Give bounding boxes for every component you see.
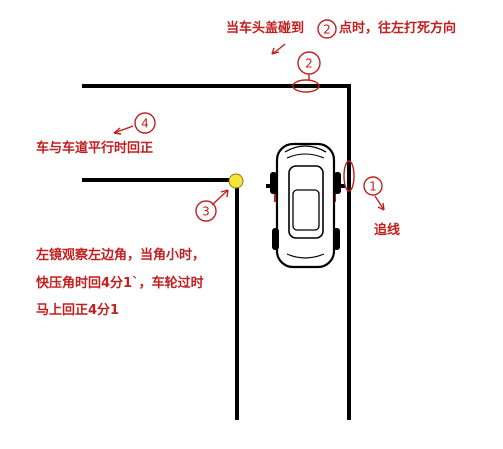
- corner-note-line-2: 快压角时回4分1`，车轮过时: [36, 275, 204, 291]
- marker-2-top-number: 2: [323, 23, 331, 37]
- car-roof: [292, 189, 320, 231]
- marker-1-circle: [363, 176, 383, 196]
- corner-note-line-3: 马上回正4分1: [36, 302, 119, 318]
- marker-3-circle: [195, 200, 217, 222]
- follow-line-label: 追线: [374, 222, 400, 238]
- marker-4-circle: [134, 112, 156, 134]
- corner-note-line-1: 左镜观察左边角，当角小时，: [36, 247, 205, 263]
- arrow-marker-1: [374, 195, 385, 211]
- car-wheel-rear-left: [272, 228, 279, 250]
- marker-2-top-circle: [317, 19, 337, 39]
- corner-point-icon: [228, 173, 244, 189]
- contact-point-1-ellipse: [343, 160, 355, 192]
- car-wheel-front-left: [270, 172, 277, 194]
- car-wheel-front-right: [334, 172, 341, 194]
- parallel-note: 车与车道平行时回正: [36, 140, 153, 156]
- marker-3-number: 3: [202, 205, 210, 219]
- marker-4-number: 4: [141, 117, 149, 131]
- arrow-marker-3: [211, 189, 229, 206]
- top-annotation-prefix: 当车头盖碰到: [226, 20, 304, 36]
- road-outline: [82, 84, 351, 420]
- car-wheel-rear-right: [333, 228, 340, 250]
- contact-point-2-ellipse: [292, 79, 320, 93]
- car-icon: [266, 142, 345, 269]
- marker-2-number: 2: [305, 57, 313, 71]
- car-light-left: [274, 186, 277, 202]
- marker-1-number: 1: [369, 180, 377, 194]
- arrow-marker-4: [113, 125, 134, 134]
- top-annotation-suffix: 点时，往左打死方向: [339, 20, 456, 36]
